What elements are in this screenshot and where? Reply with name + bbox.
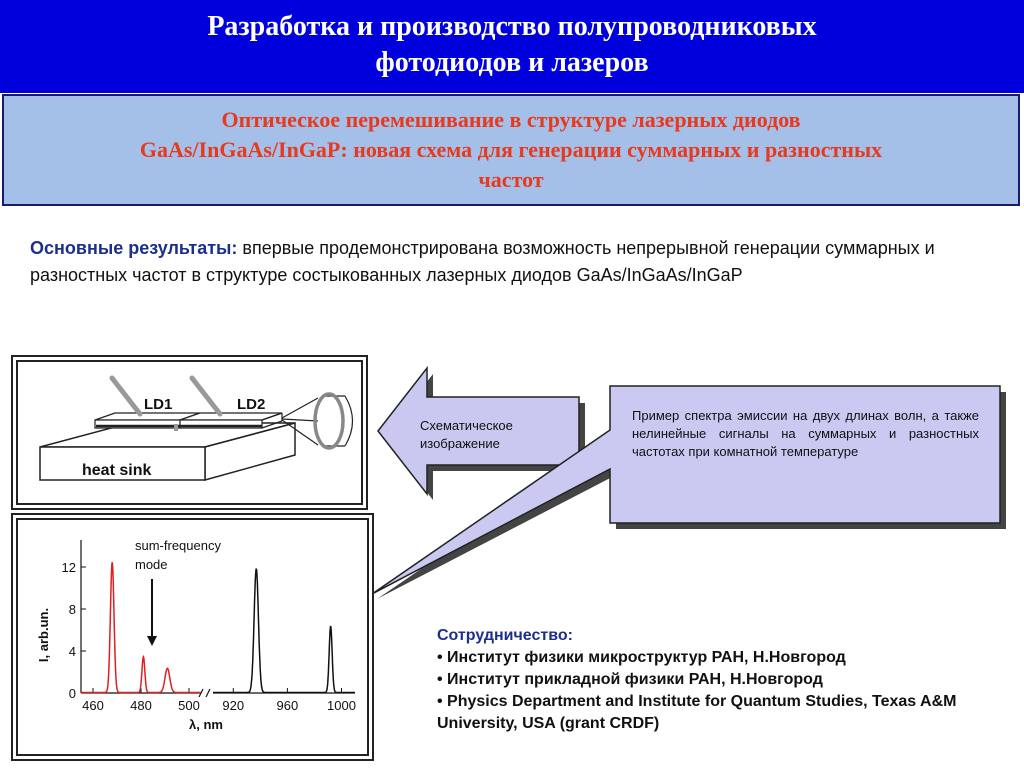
x-tick-label: 500 — [178, 698, 200, 713]
slide-subtitle: Оптическое перемешивание в структуре лаз… — [2, 94, 1020, 206]
x-tick-label: 480 — [130, 698, 152, 713]
collaboration-item: • Physics Department and Institute for Q… — [437, 693, 957, 732]
chart-annotation-line2: mode — [135, 557, 168, 572]
subtitle-line3: частот — [478, 167, 544, 192]
chart-series — [81, 562, 355, 694]
x-tick-label: 960 — [277, 698, 299, 713]
y-tick-label: 8 — [69, 602, 76, 617]
slide-title-line2: фотодиодов и лазеров — [375, 47, 649, 78]
chart-ticks: 0 4 8 12 460 480 500 920 960 1000 — [62, 560, 356, 713]
chart-axes — [80, 540, 355, 698]
y-tick-label: 12 — [62, 560, 76, 575]
collaboration-section: Сотрудничество: • Институт физики микрос… — [437, 625, 997, 735]
callout-box — [371, 385, 1001, 595]
collaboration-item: • Институт прикладной физики РАН, Н.Новг… — [437, 671, 823, 688]
lens-ring — [313, 392, 345, 450]
x-tick-label: 920 — [222, 698, 244, 713]
heat-sink-label: heat sink — [82, 462, 151, 479]
laser-diode-chips — [94, 412, 283, 429]
results-text: впервые продемонстрирована возможность н… — [30, 238, 935, 285]
callout-right-text: Пример спектра эмиссии на двух длинах во… — [632, 408, 979, 459]
callout-left-line1: Схематическое — [420, 418, 513, 433]
chart-ylabel: I, arb.un. — [36, 608, 51, 662]
x-tick-label: 460 — [82, 698, 104, 713]
collaboration-title: Сотрудничество: — [437, 627, 573, 644]
collaboration-item: • Институт физики микроструктур РАН, Н.Н… — [437, 649, 846, 666]
y-tick-label: 0 — [69, 686, 76, 701]
results-label: Основные результаты: — [30, 238, 238, 258]
subtitle-line2: GaAs/InGaAs/InGaP: новая схема для генер… — [139, 137, 883, 162]
chart-annotation: sum-frequency — [135, 538, 221, 553]
left-arrow — [377, 365, 580, 497]
slide-title: Разработка и производство полупроводнико… — [0, 0, 1024, 93]
y-tick-label: 4 — [69, 644, 76, 659]
spectrum-line — [81, 562, 201, 694]
callout-left-line2: изображение — [420, 436, 500, 451]
spectrum-line — [213, 568, 355, 694]
heat-sink-block — [39, 422, 296, 481]
main-results: Основные результаты: впервые продемонстр… — [30, 235, 1000, 289]
probe-wires — [109, 375, 223, 431]
ld2-label: LD2 — [237, 396, 265, 413]
chart-xlabel: λ, nm — [189, 717, 223, 732]
axis-break-mark — [205, 688, 211, 698]
ld1-label: LD1 — [144, 396, 172, 413]
collaboration-list: • Институт физики микроструктур РАН, Н.Н… — [437, 647, 997, 735]
x-tick-label: 1000 — [327, 698, 356, 713]
subtitle-line1: Оптическое перемешивание в структуре лаз… — [221, 107, 801, 132]
callout-left-text: Схематическое изображение — [420, 417, 580, 453]
slide-title-line1: Разработка и производство полупроводнико… — [207, 11, 817, 42]
spectrum-panel-frame — [11, 513, 374, 761]
annotation-arrow — [147, 579, 157, 646]
